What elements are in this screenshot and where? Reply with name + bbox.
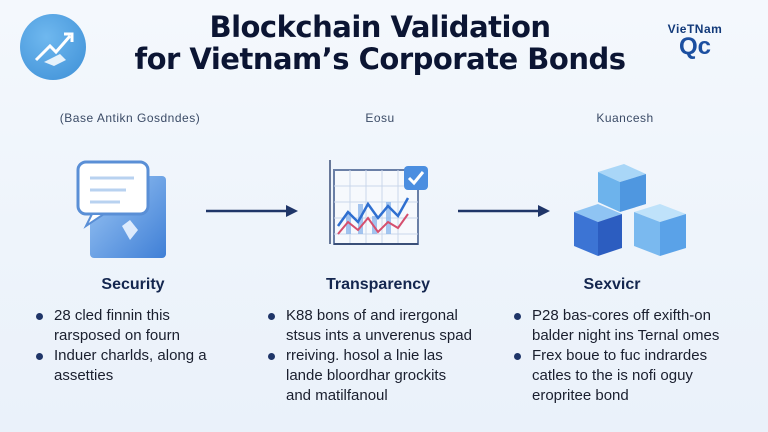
- page-title-line2: for Vietnam’s Corporate Bonds: [134, 42, 626, 76]
- list-item: rreiving. hosol a lnie las lande bloordh…: [268, 346, 504, 406]
- service-bullet-list: P28 bas-cores off exifth-on balder night…: [514, 306, 764, 406]
- flow-arrow-icon: [458, 205, 550, 217]
- bullet-text-line: balder night ins Ternal omes: [532, 327, 720, 344]
- bullet-text-line: K88 bons of and irergonal: [286, 307, 458, 324]
- bullet-dot-icon: [268, 313, 275, 320]
- list-item: Induer charlds, along a assetties: [36, 346, 256, 386]
- bullet-text-line: Induer charlds, along a: [54, 347, 207, 364]
- bullet-text-line: lande bloordhar grockits: [286, 367, 447, 384]
- document-shield-icon: [76, 160, 166, 258]
- bullet-text-line: rreiving. hosol a lnie las: [286, 347, 443, 364]
- column-subtitle-security: (Base Antikn Gosdndes): [59, 111, 201, 125]
- bullet-dot-icon: [36, 313, 43, 320]
- list-item: P28 bas-cores off exifth-on balder night…: [514, 306, 764, 346]
- brand-logo: [20, 14, 86, 80]
- bullet-text-line: and matilfanoul: [286, 387, 388, 404]
- bullet-dot-icon: [514, 313, 521, 320]
- bullet-text-line: catles to the is nofi oguy: [532, 367, 693, 384]
- page-title-line1: Blockchain Validation: [209, 10, 551, 44]
- column-subtitle-service: Kuancesh: [596, 111, 654, 125]
- flow-arrow-icon: [206, 205, 298, 217]
- chart-check-icon: [329, 160, 428, 245]
- bullet-text-line: rarsposed on fourn: [54, 327, 180, 344]
- list-item: 28 cled finnin this rarsposed on fourn: [36, 306, 256, 346]
- bullet-dot-icon: [514, 353, 521, 360]
- bullet-text-line: Frex boue to fuc indrardes: [532, 347, 708, 364]
- bullet-text-line: stsus ints a unverenus spad: [286, 327, 472, 344]
- list-item: K88 bons of and irergonal stsus ints a u…: [268, 306, 504, 346]
- bullet-dot-icon: [36, 353, 43, 360]
- list-item: Frex boue to fuc indrardes catles to the…: [514, 346, 764, 406]
- column-title-transparency: Transparency: [325, 276, 431, 293]
- bullet-text-line: eropritee bond: [532, 387, 629, 404]
- bullet-text-line: assetties: [54, 367, 114, 384]
- partner-logo-mark: Qc: [678, 33, 711, 60]
- bullet-dot-icon: [268, 353, 275, 360]
- partner-logo-brand: VieTNam: [667, 22, 723, 36]
- security-bullet-list: 28 cled finnin this rarsposed on fourn I…: [36, 306, 256, 386]
- column-title-service: Sexvicr: [583, 276, 641, 293]
- bullet-text-line: P28 bas-cores off exifth-on: [532, 307, 711, 324]
- transparency-bullet-list: K88 bons of and irergonal stsus ints a u…: [268, 306, 504, 406]
- bullet-text-line: 28 cled finnin this: [54, 307, 170, 324]
- partner-logo: VieTNam Qc: [640, 22, 750, 60]
- cubes-icon: [574, 164, 686, 256]
- column-title-security: Security: [101, 276, 165, 293]
- column-subtitle-transparency: Eosu: [365, 111, 395, 125]
- growth-arrow-icon: [34, 32, 74, 66]
